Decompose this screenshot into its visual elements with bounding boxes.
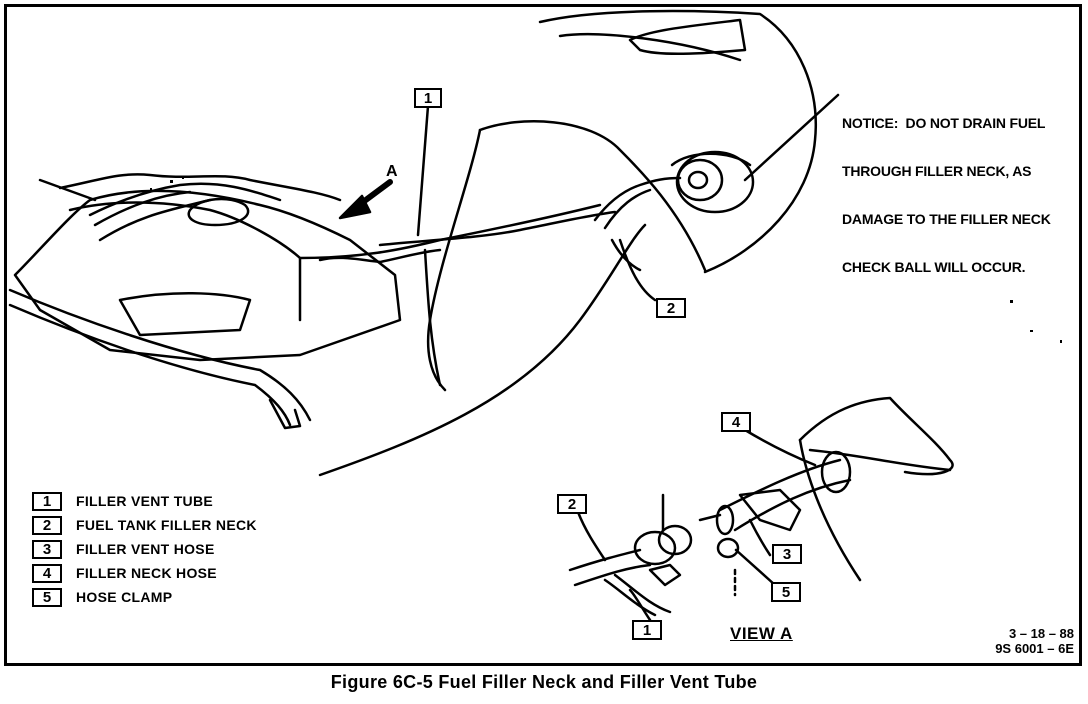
view-arrow-label: A — [386, 163, 398, 180]
callout-view-2: 2 — [557, 494, 587, 514]
viewA-vent-hose-line — [698, 513, 722, 522]
viewA-neck-fitting — [633, 530, 677, 566]
legend-row: 2 FUEL TANK FILLER NECK — [32, 513, 257, 537]
legend-row: 3 FILLER VENT HOSE — [32, 537, 257, 561]
tank-connection — [318, 248, 442, 264]
callout-view-4: 4 — [721, 412, 751, 432]
rear-trim — [628, 18, 747, 56]
viewA-body-lower — [798, 438, 862, 582]
date-code: 3 – 18 – 88 9S 6001 – 6E — [958, 626, 1074, 656]
filler-cap-body — [670, 152, 752, 167]
fuel-line-3 — [98, 198, 212, 242]
legend-row: 5 HOSE CLAMP — [32, 585, 257, 609]
notice-line-3: DAMAGE TO THE FILLER NECK — [842, 211, 1051, 227]
viewA-filler-hose — [718, 458, 842, 512]
legend-label: HOSE CLAMP — [76, 589, 173, 605]
callout-view-3: 3 — [772, 544, 802, 564]
lower-body-line — [318, 223, 647, 477]
legend-label: FILLER VENT HOSE — [76, 541, 215, 557]
figure-caption: Figure 6C-5 Fuel Filler Neck and Filler … — [330, 672, 758, 692]
legend-number: 3 — [32, 539, 62, 559]
legend-number: 2 — [32, 515, 62, 535]
frame-rail-lower — [8, 303, 292, 427]
viewA-body-edge — [808, 448, 952, 472]
viewA-neck-pipe-2 — [573, 563, 652, 587]
wheel-well — [426, 128, 482, 392]
legend-number: 5 — [32, 587, 62, 607]
diagram-frame — [4, 4, 1082, 666]
leader-line-2b — [618, 238, 657, 302]
view-arrow-head — [338, 194, 372, 220]
tank-rib — [118, 292, 252, 337]
callout-view-1: 1 — [632, 620, 662, 640]
filler-neck-lower — [603, 188, 652, 230]
date-code-line-2: 9S 6001 – 6E — [995, 641, 1074, 656]
legend-label: FILLER NECK HOSE — [76, 565, 217, 581]
viewA-hose-end — [715, 504, 735, 536]
filler-neck-upper — [593, 176, 682, 222]
legend-number: 4 — [32, 563, 62, 583]
leader-view-2 — [576, 510, 607, 562]
legend-label: FILLER VENT TUBE — [76, 493, 214, 509]
filler-cap-center — [687, 170, 709, 190]
notice-line-4: CHECK BALL WILL OCCUR. — [842, 259, 1026, 275]
date-code-line-1: 3 – 18 – 88 — [1008, 626, 1074, 641]
leader-view-4 — [743, 428, 817, 467]
view-a-label: VIEW A — [730, 624, 793, 643]
viewA-hose-clamp-4 — [820, 450, 852, 494]
filler-neck-pipe — [378, 210, 617, 247]
fuel-tank-outline — [13, 189, 402, 362]
viewA-neck-fitting-2 — [657, 524, 693, 556]
legend-row: 1 FILLER VENT TUBE — [32, 489, 257, 513]
fuel-line-2 — [93, 190, 192, 227]
quarter-panel-inner — [558, 33, 742, 62]
viewA-clamp-5-leader — [734, 548, 777, 587]
legend-label: FUEL TANK FILLER NECK — [76, 517, 257, 533]
texture-dots — [150, 176, 1062, 343]
viewA-vent-tube-a — [603, 578, 657, 617]
fuel-line-1 — [88, 182, 282, 217]
quarter-panel-outline — [538, 9, 817, 274]
callout-main-2: 2 — [656, 298, 686, 318]
inner-wheel-line — [423, 248, 442, 387]
frame-rail-end — [268, 398, 302, 430]
callout-view-5: 5 — [771, 582, 801, 602]
filler-cap-inner — [676, 158, 724, 202]
viewA-filler-hose-2 — [733, 478, 852, 532]
notice-line-1: NOTICE: DO NOT DRAIN FUEL — [842, 115, 1046, 131]
sending-unit — [187, 197, 250, 227]
legend-row: 4 FILLER NECK HOSE — [32, 561, 257, 585]
notice-leader — [743, 93, 840, 182]
notice-line-2: THROUGH FILLER NECK, AS — [842, 163, 1032, 179]
leader-view-3 — [748, 518, 772, 557]
tank-top-contour — [68, 201, 302, 322]
leader-main-1 — [416, 104, 430, 237]
leader-view-1 — [628, 588, 652, 622]
viewA-body-panel — [798, 396, 954, 476]
drain-notice: NOTICE: DO NOT DRAIN FUEL THROUGH FILLER… — [842, 83, 1082, 291]
leader-main-2 — [610, 238, 642, 272]
legend-number: 1 — [32, 491, 62, 511]
viewA-vent-fitting — [648, 563, 682, 587]
floor-pan-edge — [58, 173, 342, 202]
tank-ridge — [38, 178, 97, 202]
wheel-opening — [478, 120, 707, 272]
parts-legend: 1 FILLER VENT TUBE 2 FUEL TANK FILLER NE… — [32, 489, 257, 609]
callout-main-1: 1 — [414, 88, 442, 108]
viewA-vent-hose — [738, 488, 802, 532]
viewA-vent-tube-b — [613, 573, 672, 614]
viewA-clamp-5 — [716, 537, 740, 559]
frame-rail-upper — [8, 288, 312, 422]
